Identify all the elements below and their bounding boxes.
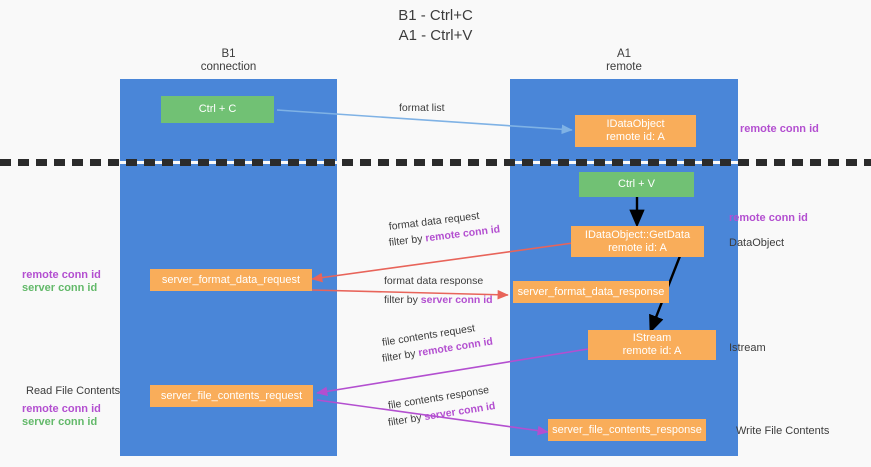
- column-b1-role: connection: [200, 61, 257, 73]
- filter-prefix: filter by: [381, 347, 420, 365]
- lane-a1-bottom: [510, 164, 738, 456]
- box-server-format-data-request-label: server_format_data_request: [161, 273, 301, 286]
- box-server-file-contents-response[interactable]: server_file_contents_response: [548, 419, 706, 441]
- box-istream-line1: IStream: [632, 332, 672, 344]
- box-idataobject-label: IDataObject remote id: A: [606, 118, 665, 144]
- box-getdata-line1: IDataObject::GetData: [584, 228, 691, 241]
- box-server-format-data-response[interactable]: server_format_data_response: [513, 281, 669, 303]
- column-b1-name: B1: [221, 48, 236, 60]
- edge-label-format-data-request-group: format data request filter by remote con…: [388, 210, 501, 250]
- filter-key-server-conn-id: server conn id: [420, 294, 493, 306]
- lane-b1-bottom: [120, 164, 337, 456]
- box-ctrl-v-label: Ctrl + V: [618, 178, 655, 190]
- edge-label-format-data-response-filter: filter by server conn id: [384, 293, 493, 307]
- box-ctrl-v[interactable]: Ctrl + V: [579, 172, 694, 197]
- annotation-left-server-conn-id-mid: server conn id: [22, 282, 98, 294]
- box-idataobject-line2: remote id: A: [606, 131, 665, 143]
- annotation-remote-conn-id-mid: remote conn id: [729, 212, 808, 224]
- box-ctrl-c-label: Ctrl + C: [198, 103, 237, 115]
- annotation-left-remote-conn-id-mid: remote conn id: [22, 269, 101, 281]
- annotation-write-file-contents: Write File Contents: [736, 425, 830, 437]
- title-line-2: A1 - Ctrl+V: [398, 27, 473, 44]
- annotation-left-server-conn-id-bottom: server conn id: [22, 416, 98, 428]
- box-idataobject-line1: IDataObject: [606, 118, 665, 130]
- column-a1-role: remote: [606, 61, 642, 73]
- column-header-a1: A1 remote: [510, 48, 738, 74]
- box-istream-line2: remote id: A: [622, 345, 682, 357]
- edge-label-format-data-response-group: format data response filter by server co…: [384, 274, 493, 307]
- edge-label-file-contents-request-group: file contents request filter by remote c…: [381, 322, 494, 366]
- box-idataobject-getdata[interactable]: IDataObject::GetData remote id: A: [571, 226, 704, 257]
- box-istream-label: IStream remote id: A: [623, 332, 682, 358]
- box-server-file-contents-response-label: server_file_contents_response: [552, 423, 702, 436]
- edge-label-format-list: format list: [399, 102, 445, 114]
- annotation-read-file-contents: Read File Contents: [26, 385, 121, 397]
- box-server-file-contents-request[interactable]: server_file_contents_request: [150, 385, 313, 407]
- box-server-format-data-request[interactable]: server_format_data_request: [150, 269, 312, 291]
- box-istream[interactable]: IStream remote id: A: [588, 330, 716, 360]
- box-server-file-contents-request-label: server_file_contents_request: [160, 389, 303, 402]
- column-a1-name: A1: [616, 48, 632, 60]
- box-ctrl-c[interactable]: Ctrl + C: [161, 96, 274, 123]
- box-idataobject[interactable]: IDataObject remote id: A: [575, 115, 696, 147]
- filter-prefix: filter by: [384, 294, 421, 306]
- box-server-format-data-response-label: server_format_data_response: [517, 285, 665, 298]
- edge-label-file-contents-response-group: file contents response filter by server …: [387, 384, 496, 430]
- filter-prefix: filter by: [387, 411, 426, 429]
- box-getdata-line2: remote id: A: [608, 241, 667, 254]
- annotation-left-remote-conn-id-bottom: remote conn id: [22, 403, 101, 415]
- box-getdata-label: IDataObject::GetData remote id: A: [585, 229, 690, 255]
- filter-prefix: filter by: [388, 232, 427, 249]
- column-header-b1: B1 connection: [120, 48, 337, 74]
- edge-label-format-data-response: format data response: [384, 275, 484, 287]
- annotation-remote-conn-id-top: remote conn id: [740, 123, 819, 135]
- diagram-title: B1 - Ctrl+C A1 - Ctrl+V: [0, 6, 871, 46]
- title-line-1: B1 - Ctrl+C: [398, 7, 473, 24]
- annotation-istream: Istream: [729, 342, 766, 354]
- annotation-dataobject: DataObject: [729, 237, 785, 249]
